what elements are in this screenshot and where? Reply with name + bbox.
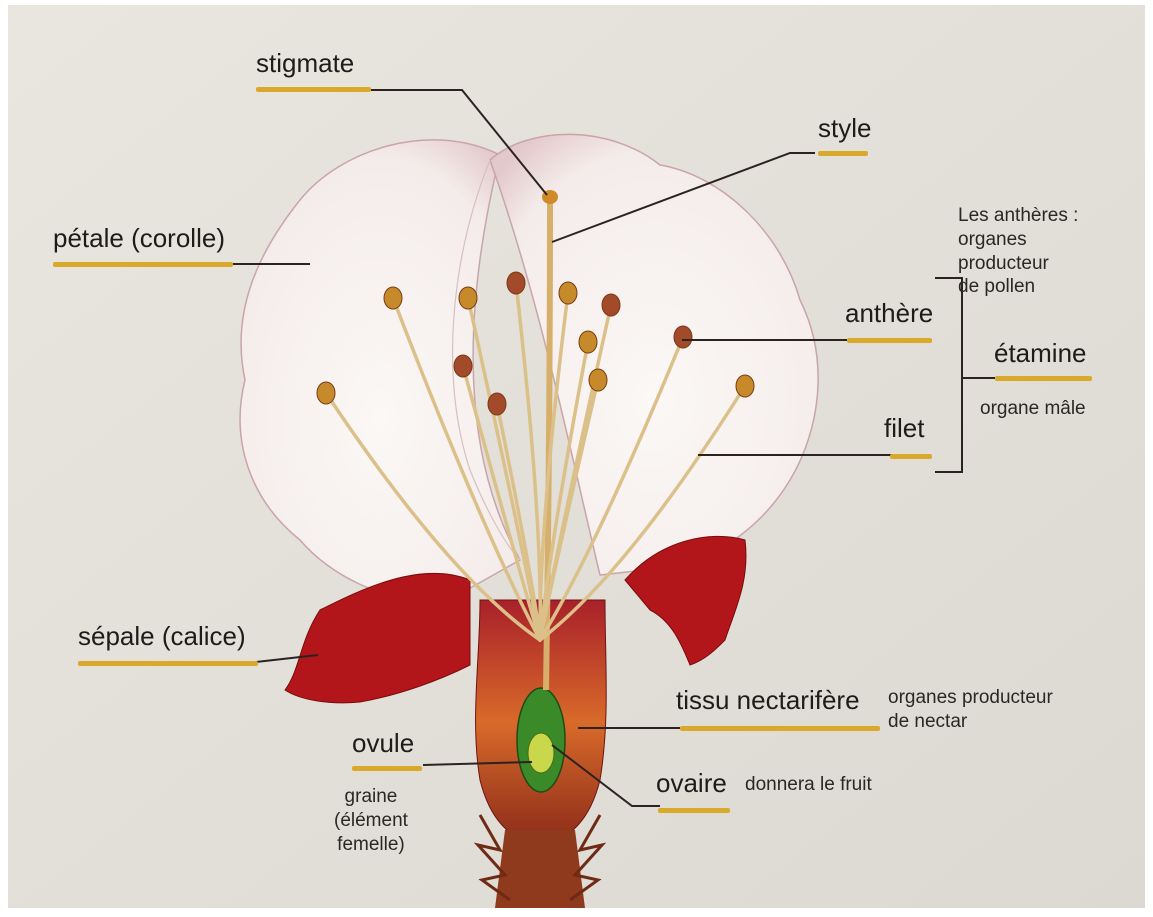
- underline-ovaire: [658, 808, 730, 813]
- note-organe-male: organe mâle: [980, 397, 1086, 421]
- stamen-anther: [488, 393, 506, 415]
- underline-sepale: [78, 661, 258, 666]
- label-etamine: étamine: [994, 340, 1087, 366]
- label-sepale: sépale (calice): [78, 623, 246, 649]
- note-graine-line-1: graine: [334, 785, 408, 809]
- stamen-anther: [459, 287, 477, 309]
- note-antheres-line-3: producteur: [958, 252, 1078, 276]
- note-antheres-line-4: de pollen: [958, 275, 1078, 299]
- stamen-anther: [507, 272, 525, 294]
- ovule: [528, 733, 554, 773]
- note-graine: graine (élément femelle): [334, 785, 408, 856]
- label-stigmate: stigmate: [256, 50, 354, 76]
- stamen-anther: [559, 282, 577, 304]
- note-fruit: donnera le fruit: [745, 773, 872, 797]
- stamen-anther: [579, 331, 597, 353]
- note-nectar: organes producteur de nectar: [888, 686, 1053, 734]
- underline-anthere: [847, 338, 932, 343]
- note-antheres-line-2: organes: [958, 228, 1078, 252]
- underline-style: [818, 151, 868, 156]
- stamen-anther: [384, 287, 402, 309]
- underline-tissu-nectarifere: [680, 726, 880, 731]
- underline-ovule: [352, 766, 422, 771]
- label-ovaire: ovaire: [656, 770, 727, 796]
- underline-etamine: [995, 376, 1092, 381]
- underline-petale: [53, 262, 233, 267]
- note-nectar-line-2: de nectar: [888, 710, 1053, 734]
- note-antheres-line-1: Les anthères :: [958, 204, 1078, 228]
- stem: [495, 830, 585, 908]
- note-antheres: Les anthères : organes producteur de pol…: [958, 204, 1078, 299]
- note-graine-line-2: (élément: [334, 809, 408, 833]
- label-ovule: ovule: [352, 730, 414, 756]
- label-style: style: [818, 115, 871, 141]
- stamen-anther: [589, 369, 607, 391]
- underline-filet: [890, 454, 932, 459]
- stamen-anther: [674, 326, 692, 348]
- note-graine-line-3: femelle): [334, 833, 408, 857]
- note-nectar-line-1: organes producteur: [888, 686, 1053, 710]
- label-filet: filet: [884, 415, 924, 441]
- stamen-anther: [736, 375, 754, 397]
- stamen-anther: [602, 294, 620, 316]
- label-petale: pétale (corolle): [53, 225, 225, 251]
- label-anthere: anthère: [845, 300, 933, 326]
- underline-stigmate: [256, 87, 371, 92]
- stamen-anther: [317, 382, 335, 404]
- stamen-anther: [454, 355, 472, 377]
- label-tissu-nectarifere: tissu nectarifère: [676, 687, 860, 713]
